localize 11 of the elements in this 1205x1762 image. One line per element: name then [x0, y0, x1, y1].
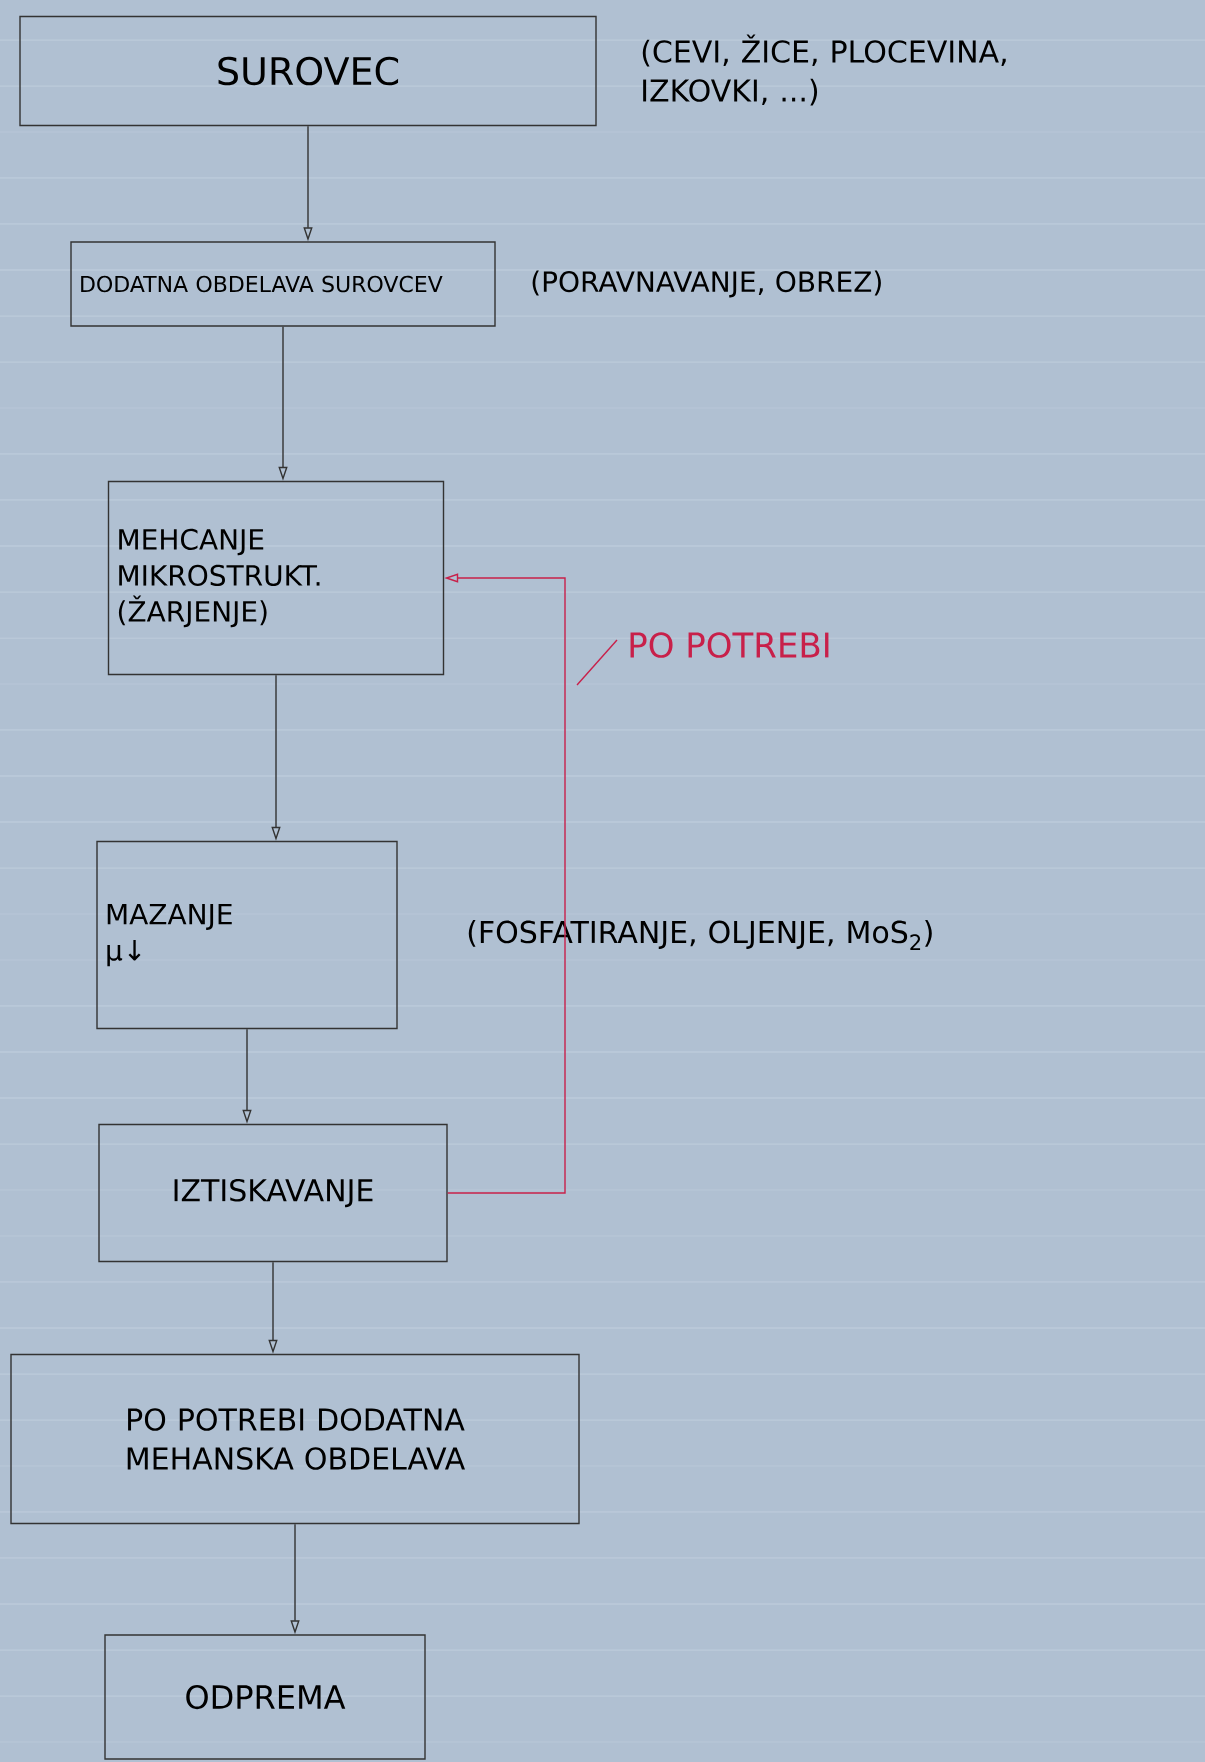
edge-label: PO POTREBI [576, 632, 829, 686]
process-box: PO POTREBI DODATNA MEHANSKA OBDELAVA [10, 1353, 580, 1525]
process-box: ODPREMA [104, 1634, 426, 1760]
process-box: MEHCANJE MIKROSTRUKT. (ŽARJENJE) [107, 480, 445, 676]
process-box: DODATNA OBDELAVA SUROVCEV [70, 241, 496, 327]
side-note: (PORAVNAVANJE, OBREZ) [532, 270, 881, 298]
side-note: (CEVI, ŽICE, PLOCEVINA, IZKOVKI, ...) [642, 34, 1006, 106]
process-box: SUROVEC [19, 15, 597, 127]
process-box: IZTISKAVANJE [98, 1123, 448, 1263]
process-box: MAZANJE μ↓ [96, 840, 398, 1030]
side-note: (FOSFATIRANJE, OLJENJE, MoS$_{2}$) [468, 920, 932, 950]
